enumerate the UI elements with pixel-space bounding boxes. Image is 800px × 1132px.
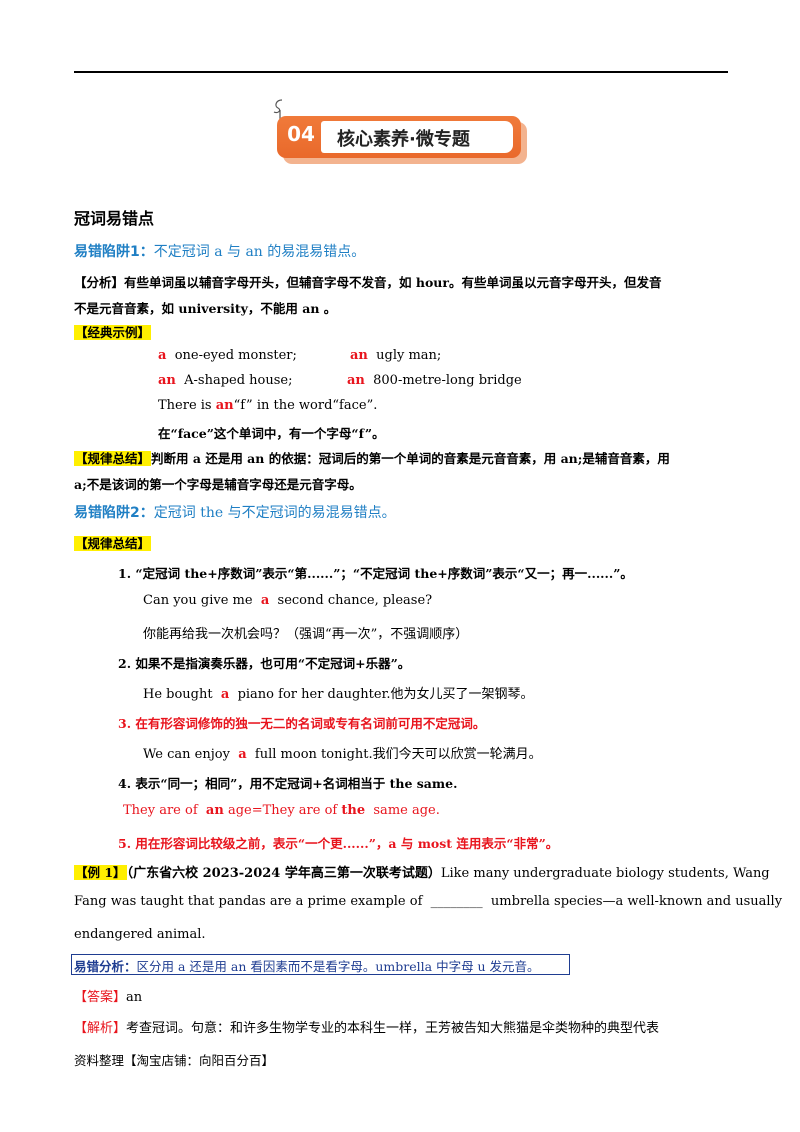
analysis-line-2: 不是元音音素，如 university，不能用 an 。 [74, 301, 337, 316]
trap-1-text: 不定冠词 a 与 an 的易混易错点。 [153, 244, 366, 260]
answer-blank: ________ [430, 894, 483, 909]
banner-number: 04 [287, 122, 315, 146]
example-row-2a: an A-shaped house; [158, 373, 293, 388]
trap-1: 易错陷阱1：不定冠词 a 与 an 的易混易错点。 [74, 241, 365, 261]
trap-2-label: 易错陷阱2： [74, 505, 154, 521]
example-row-2b: an 800-metre-long bridge [347, 373, 522, 388]
analysis-text-1: 有些单词虽以辅音字母开头，但辅音字母不发音，如 hour。有些单词虽以元音字母开… [124, 275, 662, 290]
rule-summary-1-line-2: a;不是该词的第一个字母是辅音字母还是元音字母。 [74, 477, 362, 492]
trap-2: 易错陷阱2：定冠词 the 与不定冠词的易混易错点。 [74, 502, 396, 522]
point-3-example: We can enjoy a full moon tonight.我们今天可以欣… [143, 747, 542, 762]
section-banner: 04 核心素养·微专题 [277, 116, 529, 166]
banner-title: 核心素养·微专题 [337, 129, 470, 150]
example-1-line-3: endangered animal. [74, 927, 206, 942]
rule-summary-1-line-1: 【规律总结】判断用 a 还是用 an 的依据：冠词后的第一个单词的音素是元音音素… [74, 451, 670, 466]
explanation-line: 【解析】考查冠词。句意：和许多生物学专业的本科生一样，王芳被告知大熊猫是伞类物种… [74, 1021, 660, 1036]
answer-line: 【答案】an [74, 990, 143, 1005]
example-row-4: 在“face”这个单词中，有一个字母“f”。 [158, 426, 385, 441]
example-row-1a: a one-eyed monster; [158, 348, 297, 363]
example-row-1b: an ugly man; [350, 348, 442, 363]
section-title: 冠词易错点 [74, 209, 155, 228]
point-2-example: He bought a piano for her daughter.他为女儿买… [143, 687, 534, 702]
analysis-label: 【分析】 [74, 275, 125, 290]
point-2: 2. 如果不是指演奏乐器，也可用“不定冠词+乐器”。 [118, 656, 411, 671]
examples-tag: 【经典示例】 [74, 325, 152, 340]
example-1-line-2: Fang was taught that pandas are a prime … [74, 894, 783, 909]
point-1: 1. “定冠词 the+序数词”表示“第......”；“不定冠词 the+序数… [118, 566, 633, 581]
rule-summary-2-tag: 【规律总结】 [74, 536, 152, 551]
trap-1-label: 易错陷阱1： [74, 244, 154, 260]
point-5: 5. 用在形容词比较级之前，表示“一个更......”，a 与 most 连用表… [118, 836, 559, 851]
point-1-translation: 你能再给我一次机会吗？（强调“再一次”，不强调顺序） [143, 627, 469, 642]
trap-2-text: 定冠词 the 与不定冠词的易混易错点。 [153, 505, 396, 521]
point-4: 4. 表示“同一；相同”，用不定冠词+名词相当于 the same. [118, 776, 458, 791]
error-analysis: 易错分析：区分用 a 还是用 an 看因素而不是看字母。umbrella 中字母… [74, 959, 540, 974]
example-1-line-1: 【例 1】（广东省六校 2023-2024 学年高三第一次联考试题）Like m… [74, 865, 770, 881]
point-4-example: They are of an age=They are of the same … [123, 803, 440, 818]
error-analysis-box [71, 954, 570, 975]
analysis-line-1: 【分析】有些单词虽以辅音字母开头，但辅音字母不发音，如 hour。有些单词虽以元… [74, 272, 661, 291]
point-1-example: Can you give me a second chance, please? [143, 593, 433, 608]
point-3: 3. 在有形容词修饰的独一无二的名词或专有名词前可用不定冠词。 [118, 716, 486, 731]
footer-note: 资料整理【淘宝店铺：向阳百分百】 [74, 1053, 275, 1068]
example-row-3: There is an“f” in the word“face”. [158, 398, 378, 413]
top-rule [74, 71, 728, 73]
